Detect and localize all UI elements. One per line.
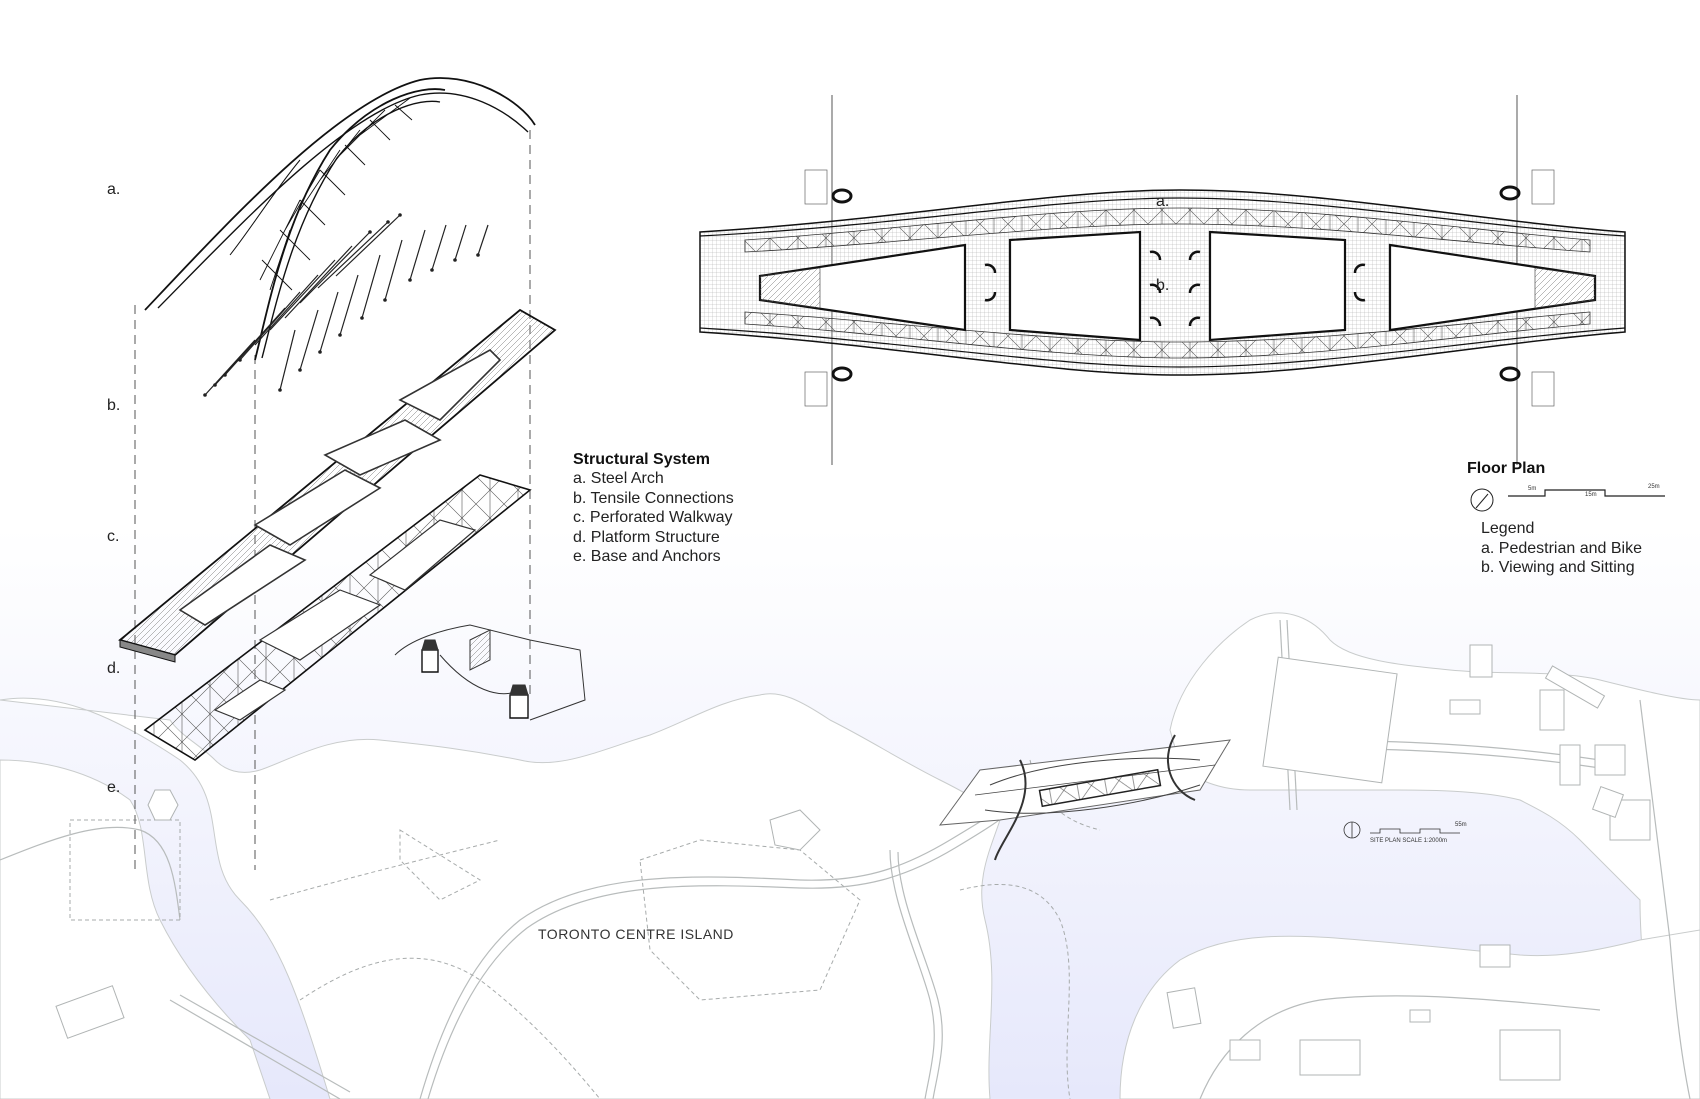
- structural-item-b: b. Tensile Connections: [573, 489, 734, 507]
- plan-scale-label-5m: 5m: [1528, 486, 1537, 492]
- buildings: [55, 644, 1651, 1081]
- structural-item-e: e. Base and Anchors: [573, 548, 721, 565]
- platform-openings: [213, 519, 477, 721]
- axo-label-c: c.: [107, 528, 120, 545]
- arch-truss-members: [259, 97, 413, 291]
- perforated-walkway: [118, 308, 557, 663]
- legend-item-a: a. Pedestrian and Bike: [1481, 539, 1642, 557]
- walkway-openings: [178, 349, 502, 626]
- axo-label-e: e.: [107, 779, 121, 796]
- plan-marker-b: b.: [1156, 277, 1170, 294]
- site-scale-value: 55m: [1455, 822, 1467, 828]
- plan-openings: [758, 230, 1597, 342]
- floor-plan-drawing: [699, 95, 1665, 512]
- site-scale-text: SITE PLAN SCALE 1:2000m: [1370, 838, 1448, 844]
- axo-label-d: d.: [107, 660, 121, 677]
- platform-structure: [143, 474, 532, 761]
- site-plan-map: [0, 612, 1700, 1099]
- island-label: TORONTO CENTRE ISLAND: [538, 926, 734, 942]
- axo-label-a: a.: [107, 181, 121, 198]
- structural-item-a: a. Steel Arch: [573, 470, 664, 487]
- site-scale: [1343, 821, 1460, 839]
- floor-plan-legend: Legend a. Pedestrian and Bike b. Viewing…: [1481, 519, 1642, 578]
- plan-anchors: [831, 185, 1521, 382]
- structural-item-d: d. Platform Structure: [573, 528, 720, 546]
- plan-scale-label-25m: 25m: [1648, 484, 1660, 490]
- structural-system-title: Structural System: [573, 451, 710, 468]
- legend-item-b: b. Viewing and Sitting: [1481, 559, 1635, 576]
- structural-system-legend: Structural System a. Steel Arch b. Tensi…: [573, 451, 734, 567]
- floor-plan-title: Floor Plan: [1467, 460, 1546, 477]
- structural-system-list: a. Steel Arch b. Tensile Connections c. …: [573, 469, 734, 567]
- plan-scale-label-15m: 15m: [1585, 492, 1597, 498]
- base-anchors: [394, 624, 586, 721]
- axo-label-b: b.: [107, 397, 121, 414]
- plan-seating: [984, 250, 1366, 327]
- steel-arch: [144, 77, 536, 361]
- site-bridge: [938, 734, 1231, 861]
- plan-anchor-bases: [804, 169, 1555, 407]
- structural-item-c: c. Perforated Walkway: [573, 509, 733, 526]
- cable-anchor-dots: [203, 213, 480, 397]
- legend-title: Legend: [1481, 520, 1535, 537]
- plan-scale: [1470, 488, 1665, 512]
- island-landmass: [0, 693, 1001, 1099]
- axo-guides: [134, 130, 531, 870]
- plan-marker-a: a.: [1156, 193, 1170, 210]
- axonometric-exploded-view: [118, 77, 586, 870]
- tensile-cables: [204, 214, 489, 396]
